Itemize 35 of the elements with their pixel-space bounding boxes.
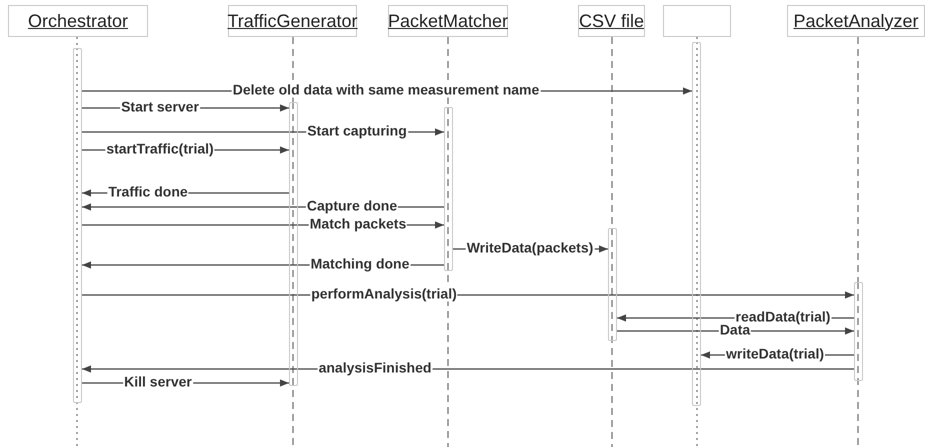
participant-name: Orchestrator <box>28 10 128 32</box>
activation-bar <box>692 42 701 406</box>
message-label: Delete old data with same measurement name <box>232 82 540 98</box>
activation-bar <box>854 282 863 381</box>
message-label: startTraffic(trial) <box>105 142 215 156</box>
activation-bar <box>73 48 82 403</box>
activation-bar <box>289 102 298 386</box>
message-label: WriteData(packets) <box>466 240 594 256</box>
participant-box <box>578 5 645 37</box>
message-label: Start server <box>120 100 200 114</box>
message-label: Kill server <box>123 374 193 390</box>
activation-bar <box>444 107 453 271</box>
message-label: readData(trial) <box>734 310 832 324</box>
message-label: performAnalysis(trial) <box>310 286 458 302</box>
message-label: Traffic done <box>107 184 189 200</box>
message-label: Matching done <box>310 256 410 272</box>
activation-bar <box>608 228 617 341</box>
message-label: Start capturing <box>306 124 408 138</box>
participant-box <box>228 5 357 37</box>
participant-box <box>787 5 925 37</box>
message-label: analysisFinished <box>318 360 432 376</box>
message-label: Data <box>718 322 752 338</box>
participant-name: CSV file <box>578 10 644 32</box>
participant-name: PacketAnalyzer <box>793 10 919 32</box>
message-label: Match packets <box>308 216 408 232</box>
participant-box <box>663 5 731 37</box>
lifeline <box>857 37 859 282</box>
participant-name: PacketMatcher <box>388 10 508 32</box>
participant-box <box>8 5 148 37</box>
participant-name: TrafficGenerator <box>227 10 358 32</box>
lifeline <box>76 37 78 48</box>
lifeline <box>696 37 698 42</box>
message-label: Capture done <box>306 198 398 214</box>
participant-box <box>388 5 508 37</box>
message-label: writeData(trial) <box>724 346 826 362</box>
